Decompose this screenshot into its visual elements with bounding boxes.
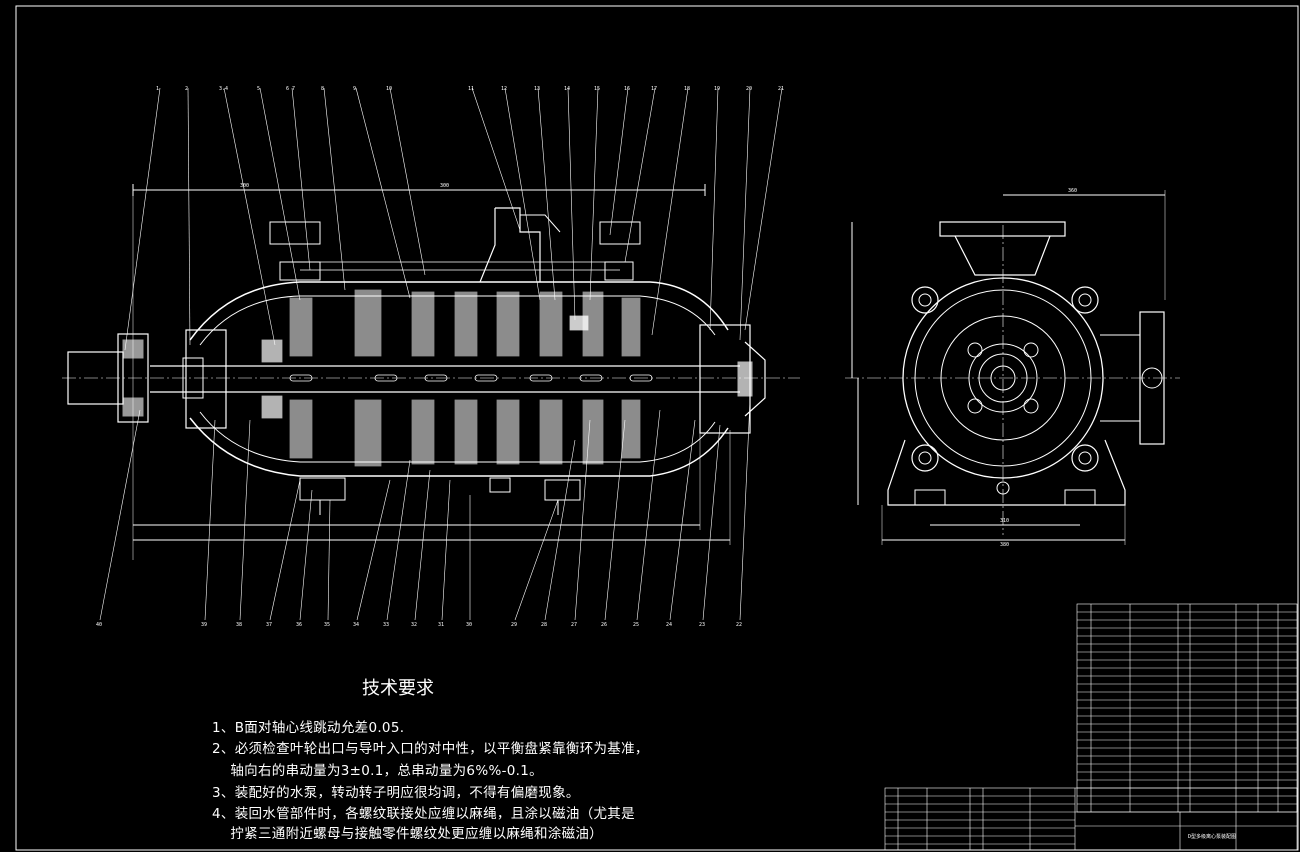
- side-view-dims: 360 310 380 300 300: [240, 183, 1077, 548]
- svg-text:3.4: 3.4: [219, 86, 228, 92]
- svg-text:31: 31: [438, 622, 444, 628]
- tech-line-6: 拧紧三通附近螺母与接触零件螺纹处更应缠以麻绳和涂磁油）: [212, 826, 603, 842]
- parts-list-table: [1076, 603, 1298, 813]
- svg-text:28: 28: [541, 622, 547, 628]
- tech-requirements-title: 技术要求: [362, 678, 434, 699]
- svg-text:20: 20: [746, 86, 752, 92]
- svg-text:10: 10: [386, 86, 392, 92]
- balloon-leaders-bottom: [99, 399, 751, 621]
- svg-text:21: 21: [778, 86, 784, 92]
- svg-text:40: 40: [96, 622, 102, 628]
- balloon-numbers-top: 1 2 3.4 5 6 7 8 9 10 11 12 13 14 15 16 1…: [156, 86, 784, 92]
- svg-text:38: 38: [236, 622, 242, 628]
- svg-text:19: 19: [714, 86, 720, 92]
- pump-side-view: [845, 190, 1180, 545]
- svg-text:22: 22: [736, 622, 742, 628]
- svg-text:16: 16: [624, 86, 630, 92]
- svg-text:25: 25: [633, 622, 639, 628]
- svg-text:11: 11: [468, 86, 474, 92]
- tech-line-5: 4、装回水管部件时，各螺纹联接处应缠以麻绳，且涂以磁油（尤其是: [212, 806, 635, 822]
- shaft-keyways: [289, 374, 653, 382]
- pump-section-view: [62, 184, 800, 560]
- drawing-frame: [15, 5, 1299, 851]
- svg-text:26: 26: [601, 622, 607, 628]
- svg-text:30: 30: [466, 622, 472, 628]
- balloon-leaders-top: [124, 87, 783, 351]
- tech-line-2: 2、必须检查叶轮出口与导叶入口的对中性，以平衡盘紧靠衡环为基准，: [212, 741, 649, 757]
- svg-text:14: 14: [564, 86, 570, 92]
- svg-text:18: 18: [684, 86, 690, 92]
- svg-text:9: 9: [353, 86, 356, 92]
- impeller-stages: [261, 289, 641, 467]
- svg-text:310: 310: [1000, 518, 1009, 524]
- svg-text:6 7: 6 7: [286, 86, 295, 92]
- tech-line-3: 轴向右的串动量为3±0.1，总串动量为6%%-0.1。: [212, 763, 543, 779]
- svg-text:36: 36: [296, 622, 302, 628]
- balloon-numbers-bottom: 40 39 38 37 36 35 34 33 32 31 30 29 28 2…: [96, 622, 742, 628]
- svg-text:33: 33: [383, 622, 389, 628]
- svg-text:5: 5: [257, 86, 260, 92]
- svg-text:360: 360: [1068, 188, 1077, 194]
- svg-text:300: 300: [240, 183, 249, 189]
- tech-line-4: 3、装配好的水泵，转动转子明应很均调，不得有偏磨现象。: [212, 785, 580, 801]
- svg-text:1: 1: [156, 86, 159, 92]
- svg-text:15: 15: [594, 86, 600, 92]
- svg-text:35: 35: [324, 622, 330, 628]
- svg-text:24: 24: [666, 622, 672, 628]
- svg-text:17: 17: [651, 86, 657, 92]
- svg-text:380: 380: [1000, 542, 1009, 548]
- svg-text:29: 29: [511, 622, 517, 628]
- svg-text:13: 13: [534, 86, 540, 92]
- svg-text:2: 2: [185, 86, 188, 92]
- drawing-title: D型多级离心泵装配图: [1188, 833, 1236, 840]
- svg-text:37: 37: [266, 622, 272, 628]
- svg-text:8: 8: [321, 86, 324, 92]
- svg-text:39: 39: [201, 622, 207, 628]
- tech-line-1: 1、B面对轴心线跳动允差0.05.: [212, 720, 405, 736]
- svg-text:34: 34: [353, 622, 359, 628]
- svg-text:300: 300: [440, 183, 449, 189]
- parts-list-bottom: [884, 787, 1298, 851]
- svg-text:12: 12: [501, 86, 507, 92]
- svg-text:27: 27: [571, 622, 577, 628]
- svg-text:32: 32: [411, 622, 417, 628]
- svg-text:23: 23: [699, 622, 705, 628]
